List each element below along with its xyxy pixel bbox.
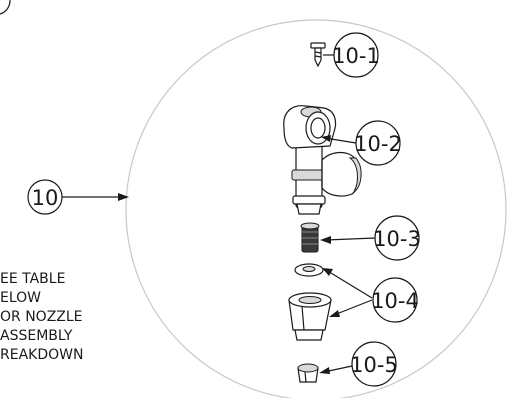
part-nozzle-body — [283, 105, 362, 215]
main-balloon: 10 — [27, 179, 129, 215]
part-tip — [297, 363, 319, 383]
balloon-10-4-label: 10-4 — [371, 289, 419, 313]
part-screw — [310, 42, 326, 68]
note-line-1: EE TABLE — [0, 271, 65, 287]
detail-circle — [125, 19, 507, 398]
balloon-10-2: 10-2 — [321, 120, 402, 166]
balloon-10-2-label: 10-2 — [354, 132, 402, 156]
balloon-10-1-label: 10-1 — [332, 44, 380, 68]
part-strainer — [300, 222, 320, 253]
part-washer — [294, 263, 324, 277]
arrowhead — [118, 193, 129, 201]
note-line-3: OR NOZZLE — [0, 309, 83, 325]
balloon-10-5-label: 10-5 — [350, 353, 398, 377]
note-line-4: ASSEMBLY — [0, 328, 73, 344]
corner-balloon-fragment — [0, 0, 11, 15]
note-line-2: ELOW — [0, 290, 41, 306]
main-balloon-label: 10 — [32, 186, 59, 210]
balloon-10-4: 10-4 — [322, 268, 419, 323]
note-line-5: REAKDOWN — [0, 347, 83, 363]
balloon-10-3: 10-3 — [320, 215, 421, 261]
assembly-note: EE TABLE ELOW OR NOZZLE ASSEMBLY REAKDOW… — [0, 271, 83, 363]
balloon-10-5: 10-5 — [319, 341, 398, 387]
part-nozzle-cap — [288, 292, 332, 341]
balloon-10-3-label: 10-3 — [373, 227, 421, 251]
balloon-10-1: 10-1 — [323, 32, 380, 78]
